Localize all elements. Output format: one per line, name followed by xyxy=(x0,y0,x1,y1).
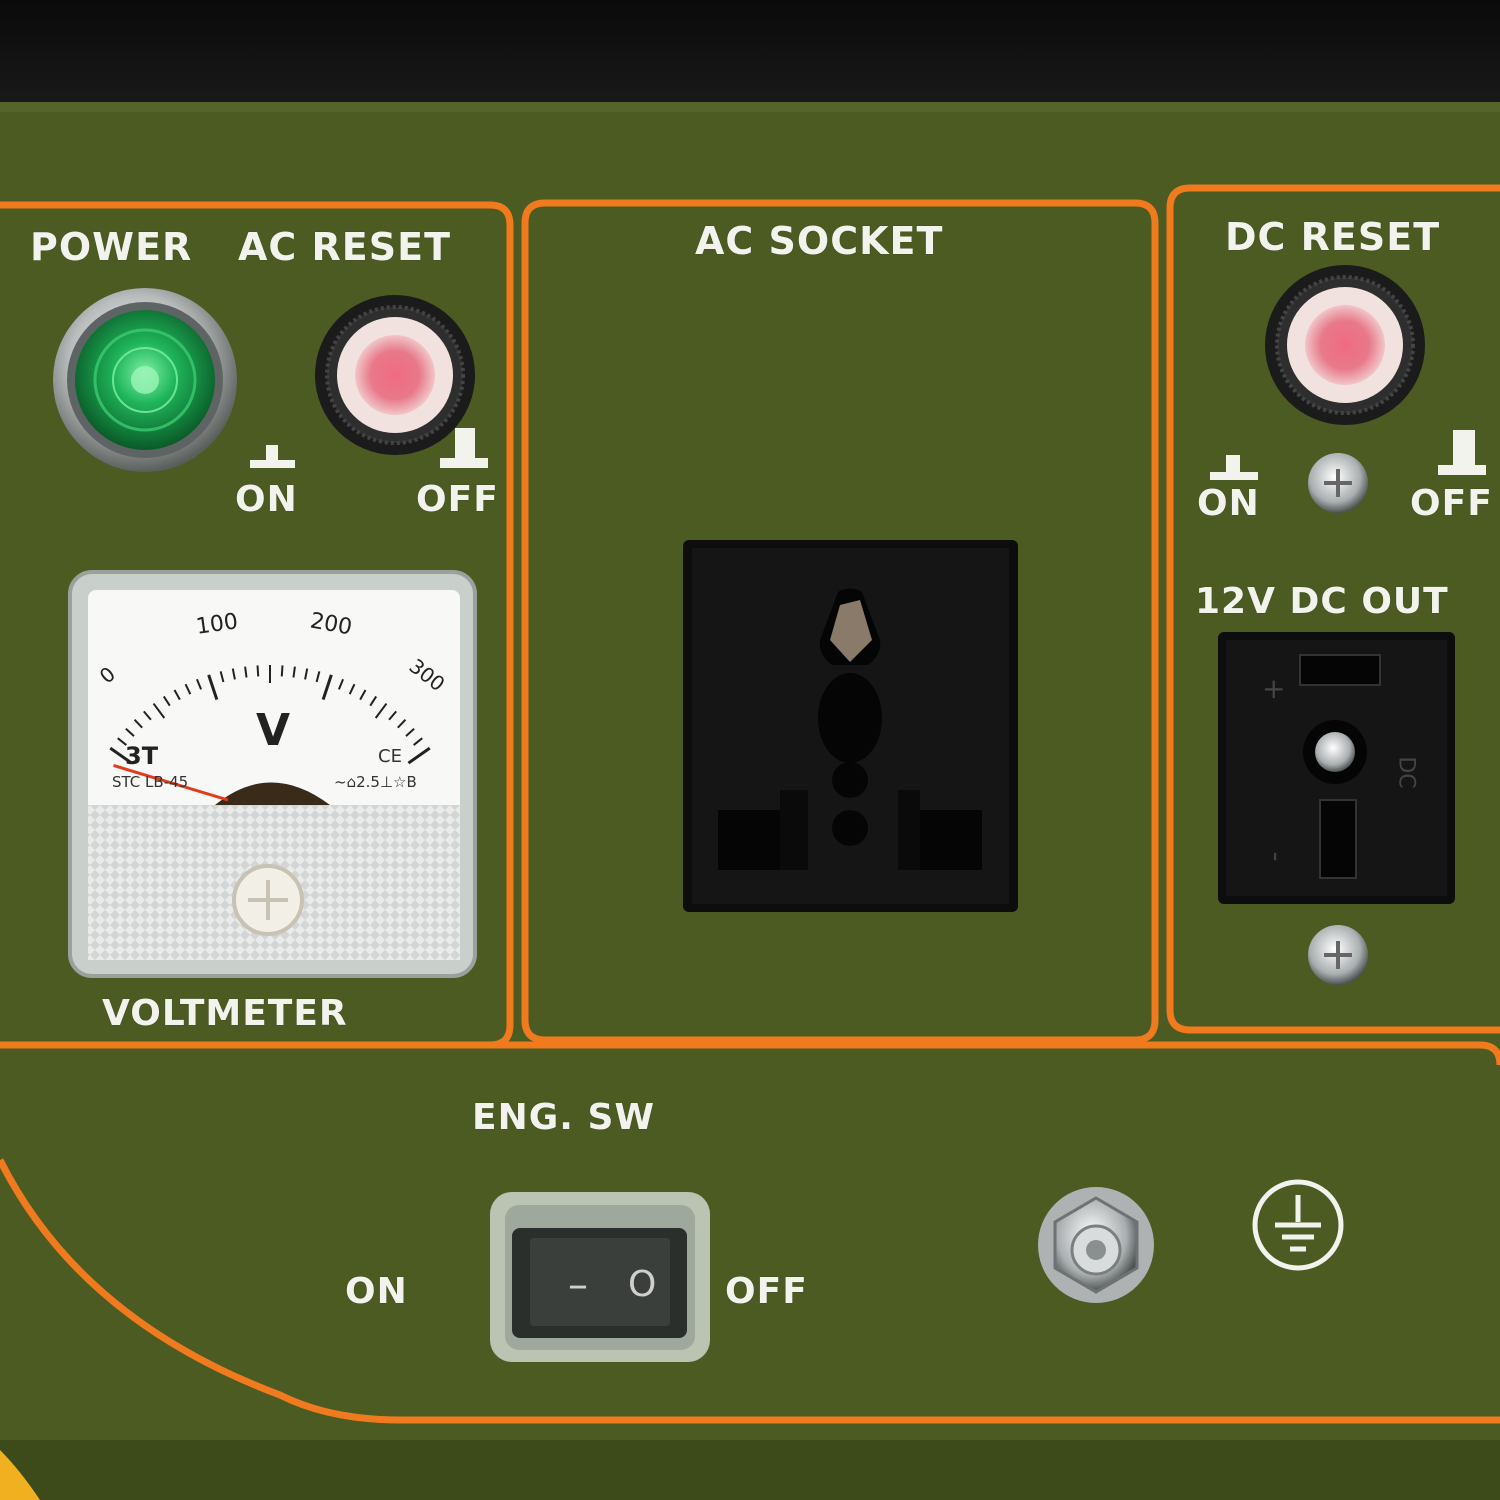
meter-tick xyxy=(184,683,192,695)
ac-reset-label: AC RESET xyxy=(238,225,451,269)
meter-tick xyxy=(207,674,219,701)
dc-out-socket-icon xyxy=(1218,632,1455,904)
meter-tick xyxy=(315,671,321,683)
ac-socket-icon xyxy=(683,540,1018,912)
meter-tick xyxy=(162,695,171,707)
meter-tick xyxy=(407,746,431,765)
ac-socket-label: AC SOCKET xyxy=(695,219,944,263)
meter-ce-mark: CE xyxy=(378,746,402,767)
meter-tick xyxy=(133,719,143,729)
screw-icon xyxy=(1308,453,1368,513)
meter-brand: 3T xyxy=(125,742,159,770)
meter-spec: ~⌂2.5⊥☆B xyxy=(334,773,417,791)
top-housing xyxy=(0,0,1500,110)
ac-off-label: OFF xyxy=(416,479,499,520)
eng-off-label: OFF xyxy=(725,1271,808,1312)
voltmeter-scale xyxy=(109,665,431,765)
meter-tick xyxy=(413,737,423,746)
engine-rocker-switch[interactable] xyxy=(512,1228,687,1338)
meter-tick xyxy=(321,674,333,701)
ground-terminal[interactable] xyxy=(1038,1187,1154,1303)
ac-reset-button-icon xyxy=(315,295,475,455)
meter-tick xyxy=(348,683,356,695)
meter-tick xyxy=(173,689,181,701)
ac-reset-button[interactable] xyxy=(315,295,475,455)
engine-switch-housing xyxy=(490,1192,710,1362)
power-label: POWER xyxy=(30,225,193,269)
ground-symbol-icon xyxy=(1252,1179,1344,1271)
meter-tick xyxy=(374,702,388,719)
ground-terminal-icon xyxy=(1038,1187,1154,1303)
rocker-off-symbol: O xyxy=(628,1264,657,1305)
meter-tick xyxy=(109,746,133,765)
eng-on-label: ON xyxy=(345,1271,408,1312)
voltmeter-housing xyxy=(68,570,477,978)
dc-reset-button[interactable] xyxy=(1265,265,1425,425)
voltmeter-label: VOLTMETER xyxy=(102,993,348,1034)
push-on-off-glyphs xyxy=(250,428,1486,480)
yellow-frame-corner xyxy=(0,1450,40,1500)
meter-tick xyxy=(231,668,236,680)
power-lamp-icon xyxy=(53,288,237,472)
meter-tick xyxy=(388,710,397,721)
meter-unit: V xyxy=(256,705,291,756)
meter-tick xyxy=(369,695,378,707)
meter-tick xyxy=(280,665,284,677)
meter-tick xyxy=(256,665,260,677)
meter-tick xyxy=(152,702,166,719)
meter-tick xyxy=(338,678,344,690)
ac-socket[interactable] xyxy=(683,540,1018,912)
meter-tick xyxy=(143,710,152,721)
rocker-on-symbol: – xyxy=(568,1262,588,1308)
dc-reset-label: DC RESET xyxy=(1225,215,1441,259)
meter-tick xyxy=(292,666,296,678)
dc-off-label: OFF xyxy=(1410,483,1493,524)
meter-tick xyxy=(219,671,225,683)
dc-out-label: 12V DC OUT xyxy=(1195,581,1449,622)
ac-on-label: ON xyxy=(235,479,298,520)
voltmeter-needle xyxy=(113,764,229,802)
screw-icon xyxy=(1308,925,1368,985)
dc-out-socket[interactable] xyxy=(1218,632,1455,904)
meter-tick xyxy=(244,666,248,678)
meter-tick xyxy=(405,727,415,737)
meter-tick xyxy=(196,678,202,690)
meter-tick xyxy=(304,668,309,680)
meter-tick xyxy=(117,737,127,746)
meter-tick xyxy=(125,727,135,737)
meter-model: STC LB-45 xyxy=(112,773,189,791)
meter-tick xyxy=(397,719,407,729)
dc-reset-button-icon xyxy=(1265,265,1425,425)
dc-plus-mark: + xyxy=(1262,672,1286,705)
eng-sw-label: ENG. SW xyxy=(472,1097,656,1138)
meter-tick xyxy=(359,689,367,701)
dc-on-label: ON xyxy=(1197,483,1260,524)
